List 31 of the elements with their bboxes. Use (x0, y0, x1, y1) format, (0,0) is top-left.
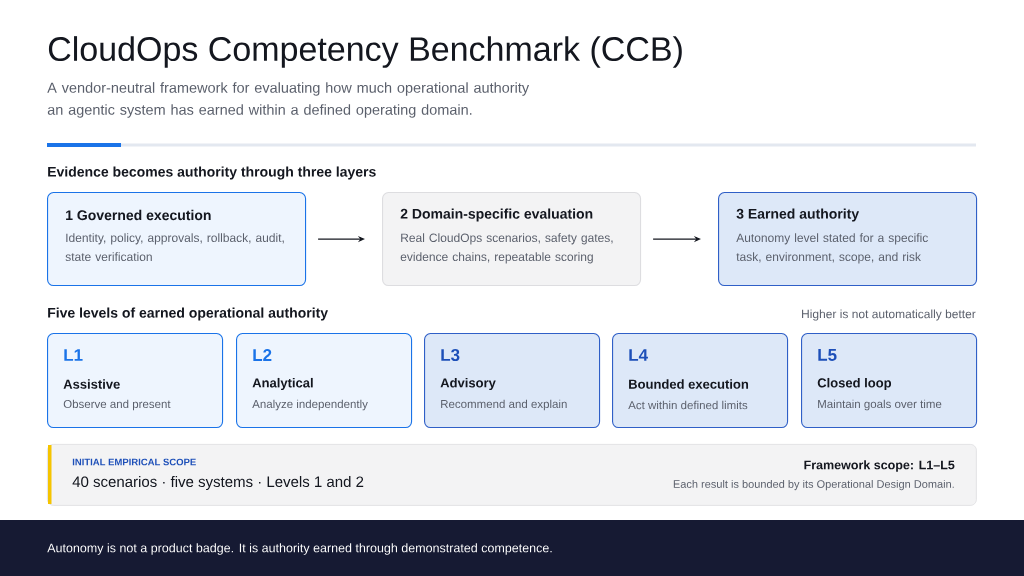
level-description: Observe and present (63, 399, 171, 411)
level-description: Act within defined limits (628, 400, 748, 410)
level-name: Advisory (440, 377, 496, 391)
level-name: Assistive (63, 379, 120, 389)
level-name: Bounded execution (629, 379, 748, 389)
title: CloudOps Competency Benchmark (CCB) (48, 36, 682, 68)
level-code: L3 (441, 348, 460, 362)
box-description: Real CloudOps scenarios, safety gates, evidence chains, repeatable scoring (400, 233, 613, 264)
scope-tag: INITIAL EMPIRICAL SCOPE (72, 458, 196, 466)
box-heading: 3 Earned authority (736, 208, 860, 222)
box-heading: 1 Governed execution (66, 209, 211, 221)
level-code: L2 (253, 349, 272, 361)
level-description: Maintain goals over time (818, 399, 942, 411)
box-heading: 2 Domain-specific evaluation (400, 208, 593, 222)
level-code: L1 (64, 349, 83, 361)
subtitle: A vendor-neutral framework for evaluating how much operational authority an agentic system has earned within a defined operating domain. (47, 82, 530, 118)
section-heading: Five levels of earned operational authority (48, 307, 328, 321)
level-name: Analytical (252, 377, 313, 391)
level-description: Recommend and explain (441, 399, 567, 411)
level-code: L4 (629, 349, 648, 361)
level-name: Closed loop (817, 377, 892, 391)
box-description: Identity, policy, approvals, rollback, audit, state verification (65, 233, 284, 261)
level-description: Analyze independently (252, 399, 368, 411)
section-heading: Evidence becomes authority through three layers (48, 166, 376, 180)
scope-note: Each result is bounded by its Operational Design Domain. (673, 479, 954, 491)
note: Higher is not automatically better (802, 309, 976, 321)
box-description: Autonomy level stated for a specific task, environment, scope, and risk (736, 233, 928, 264)
scope-summary: 40 scenarios · five systems · Levels 1 and 2 (72, 476, 364, 490)
footer-text: Autonomy is not a product badge. It is authority earned through demonstrated competence. (47, 543, 552, 555)
scope-heading: Framework scope: L1–L5 (804, 460, 955, 472)
level-code: L5 (818, 349, 837, 361)
